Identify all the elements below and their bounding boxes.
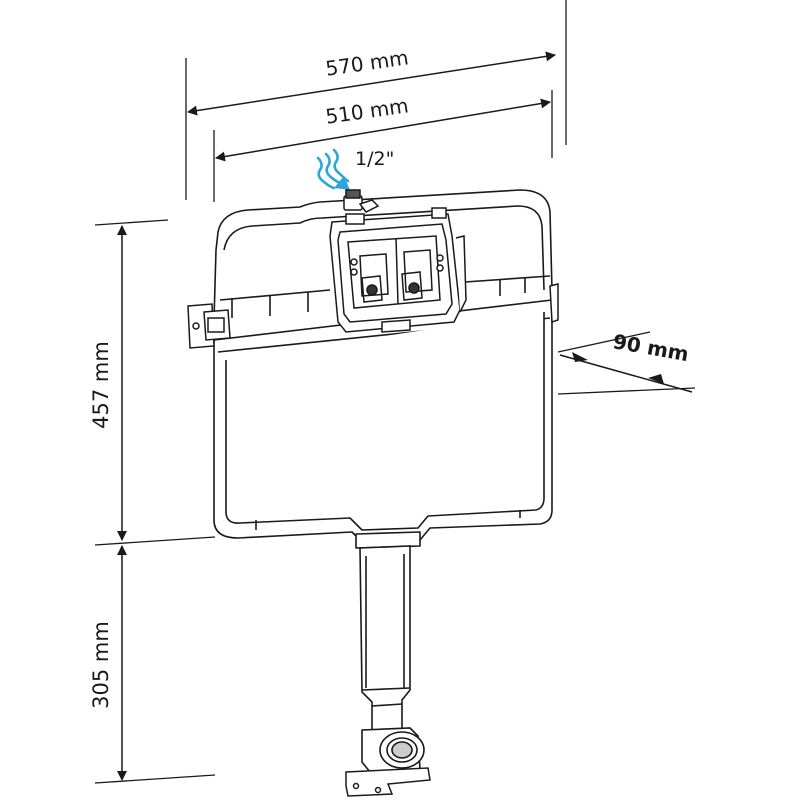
- flush-mechanism-frame: [329, 207, 467, 333]
- label-510mm: 510 mm: [324, 93, 410, 128]
- label-457mm: 457 mm: [89, 341, 113, 429]
- label-570mm: 570 mm: [324, 45, 410, 80]
- outlet-elbow: [361, 727, 425, 773]
- outlet-base-plate: [345, 767, 431, 797]
- depth-arrow-head-b: [648, 374, 664, 384]
- label-90mm: 90 mm: [611, 329, 690, 366]
- dim-line-510: [215, 98, 551, 162]
- inlet-valve: [343, 189, 380, 213]
- left-mounting-bracket: [187, 303, 231, 349]
- water-inlet-arrow-head: [334, 176, 350, 190]
- right-mounting-bracket: [549, 283, 559, 324]
- dimension-lines: [117, 51, 693, 781]
- label-inlet-size: 1/2": [355, 148, 394, 170]
- dim-line-90: [559, 354, 693, 393]
- depth-arrow-head-a: [572, 352, 588, 362]
- label-305mm: 305 mm: [89, 621, 113, 709]
- flush-pipe: [359, 545, 411, 733]
